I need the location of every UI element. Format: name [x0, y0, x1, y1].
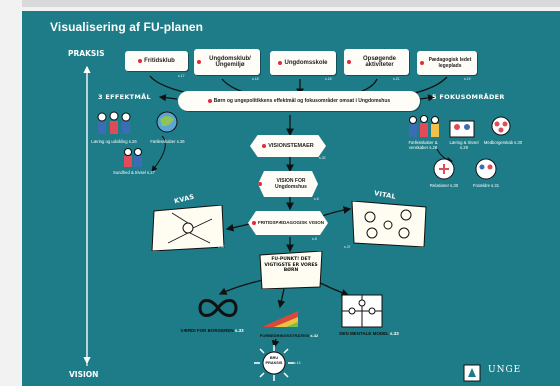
- connector-arrows: [83, 65, 453, 366]
- page-ref: s.37: [344, 245, 351, 249]
- improvement-gauge-icon: [262, 311, 298, 327]
- focus-label-3: Medborgerskab s.30: [483, 140, 523, 145]
- parents-icon: [475, 158, 497, 180]
- box-ungdomsskole: Ungdomsskole: [270, 51, 336, 75]
- pedagogy-vision-box: FRITIDSPÆDAGOGISK VISION: [248, 211, 328, 235]
- focus-label-1: Fællesskaber & venskaber s.28: [408, 140, 438, 150]
- page-top-strip: [22, 0, 560, 7]
- unge-logo: UNGE: [488, 365, 522, 375]
- page-ref: s.8: [312, 237, 317, 241]
- page-ref: s.18: [325, 77, 332, 81]
- page-title: Visualisering af FU-planen: [50, 20, 204, 34]
- health-family-icon: [124, 148, 142, 167]
- globe-community-icon: [156, 111, 178, 133]
- focus-label-5: Forældre s.31: [472, 183, 500, 188]
- learning-wellbeing-icon: [449, 120, 475, 138]
- box-opsogende: Opsøgende aktiviteter: [344, 49, 409, 75]
- poster: Visualisering af FU-planen PRAKSIS VISIO…: [22, 11, 560, 386]
- fu-sign-icon: [259, 251, 323, 289]
- municipality-logo-icon: [463, 364, 481, 382]
- vital-sketch-icon: [351, 201, 427, 247]
- page-ref: s.32: [319, 156, 326, 160]
- fu-sign-text: FU-PUNKT! DET VIGTIGSTE ER VORES BØRN: [264, 257, 318, 273]
- people-learning-icon: [97, 111, 131, 134]
- page-ref: s.37: [218, 245, 225, 249]
- visionstemaer-box: VISIONSTEMAER: [250, 135, 326, 157]
- page-ref: s.21: [393, 77, 400, 81]
- bottom-label-2: FORBEDRINGSSTRATEGI s.32: [259, 333, 319, 338]
- focus-label-4: Relationer s.30: [429, 183, 459, 188]
- kvas-sketch-icon: [151, 205, 225, 251]
- puzzle-icon: [341, 294, 383, 328]
- box-ungdomsklub: Ungdomsklub/ Ungemiljø: [194, 49, 260, 75]
- page-ref: s.19: [464, 77, 471, 81]
- effect-label-1: Læring og udvikling s.26: [91, 139, 137, 144]
- page-ref: s.17: [178, 74, 185, 78]
- focus-label-2: Læring & trivsel s.29: [449, 140, 479, 150]
- effect-label-3: Sundhed & trivsel s.27: [113, 170, 155, 175]
- citizenship-icon: [491, 116, 511, 136]
- page-ref: s.18: [252, 77, 259, 81]
- page-ref: s.6: [314, 197, 319, 201]
- relations-icon: [433, 158, 455, 180]
- effects-heading: 3 EFFEKTMÅL: [98, 93, 151, 101]
- axis-label-vision: VISION: [69, 370, 99, 379]
- sun-icon: [254, 345, 294, 381]
- banner-effect-focus: Børn og ungepolitikkens effektmål og fok…: [178, 91, 420, 111]
- infinity-icon: [198, 299, 238, 317]
- bottom-label-3: DEN MENTALE MODEL s.33: [339, 331, 399, 336]
- bottom-label-1: VÆRDI FOR BORGEREN s.33: [180, 328, 244, 333]
- vision-box: VISION FOR Ungdomshus: [258, 171, 318, 197]
- box-fritidsklub: Fritidsklub: [125, 51, 188, 71]
- effect-label-2: Fællesskaber s.26: [150, 139, 185, 144]
- box-legeplads: Pædagogisk ledet legeplads: [417, 51, 477, 75]
- friends-group-icon: [409, 115, 439, 137]
- sun-label: BRU PRAKSIS: [265, 356, 283, 365]
- focus-heading: 5 FOKUSOMRÅDER: [432, 93, 505, 101]
- axis-label-praksis: PRAKSIS: [68, 49, 105, 58]
- page-ref: s.14: [294, 361, 301, 365]
